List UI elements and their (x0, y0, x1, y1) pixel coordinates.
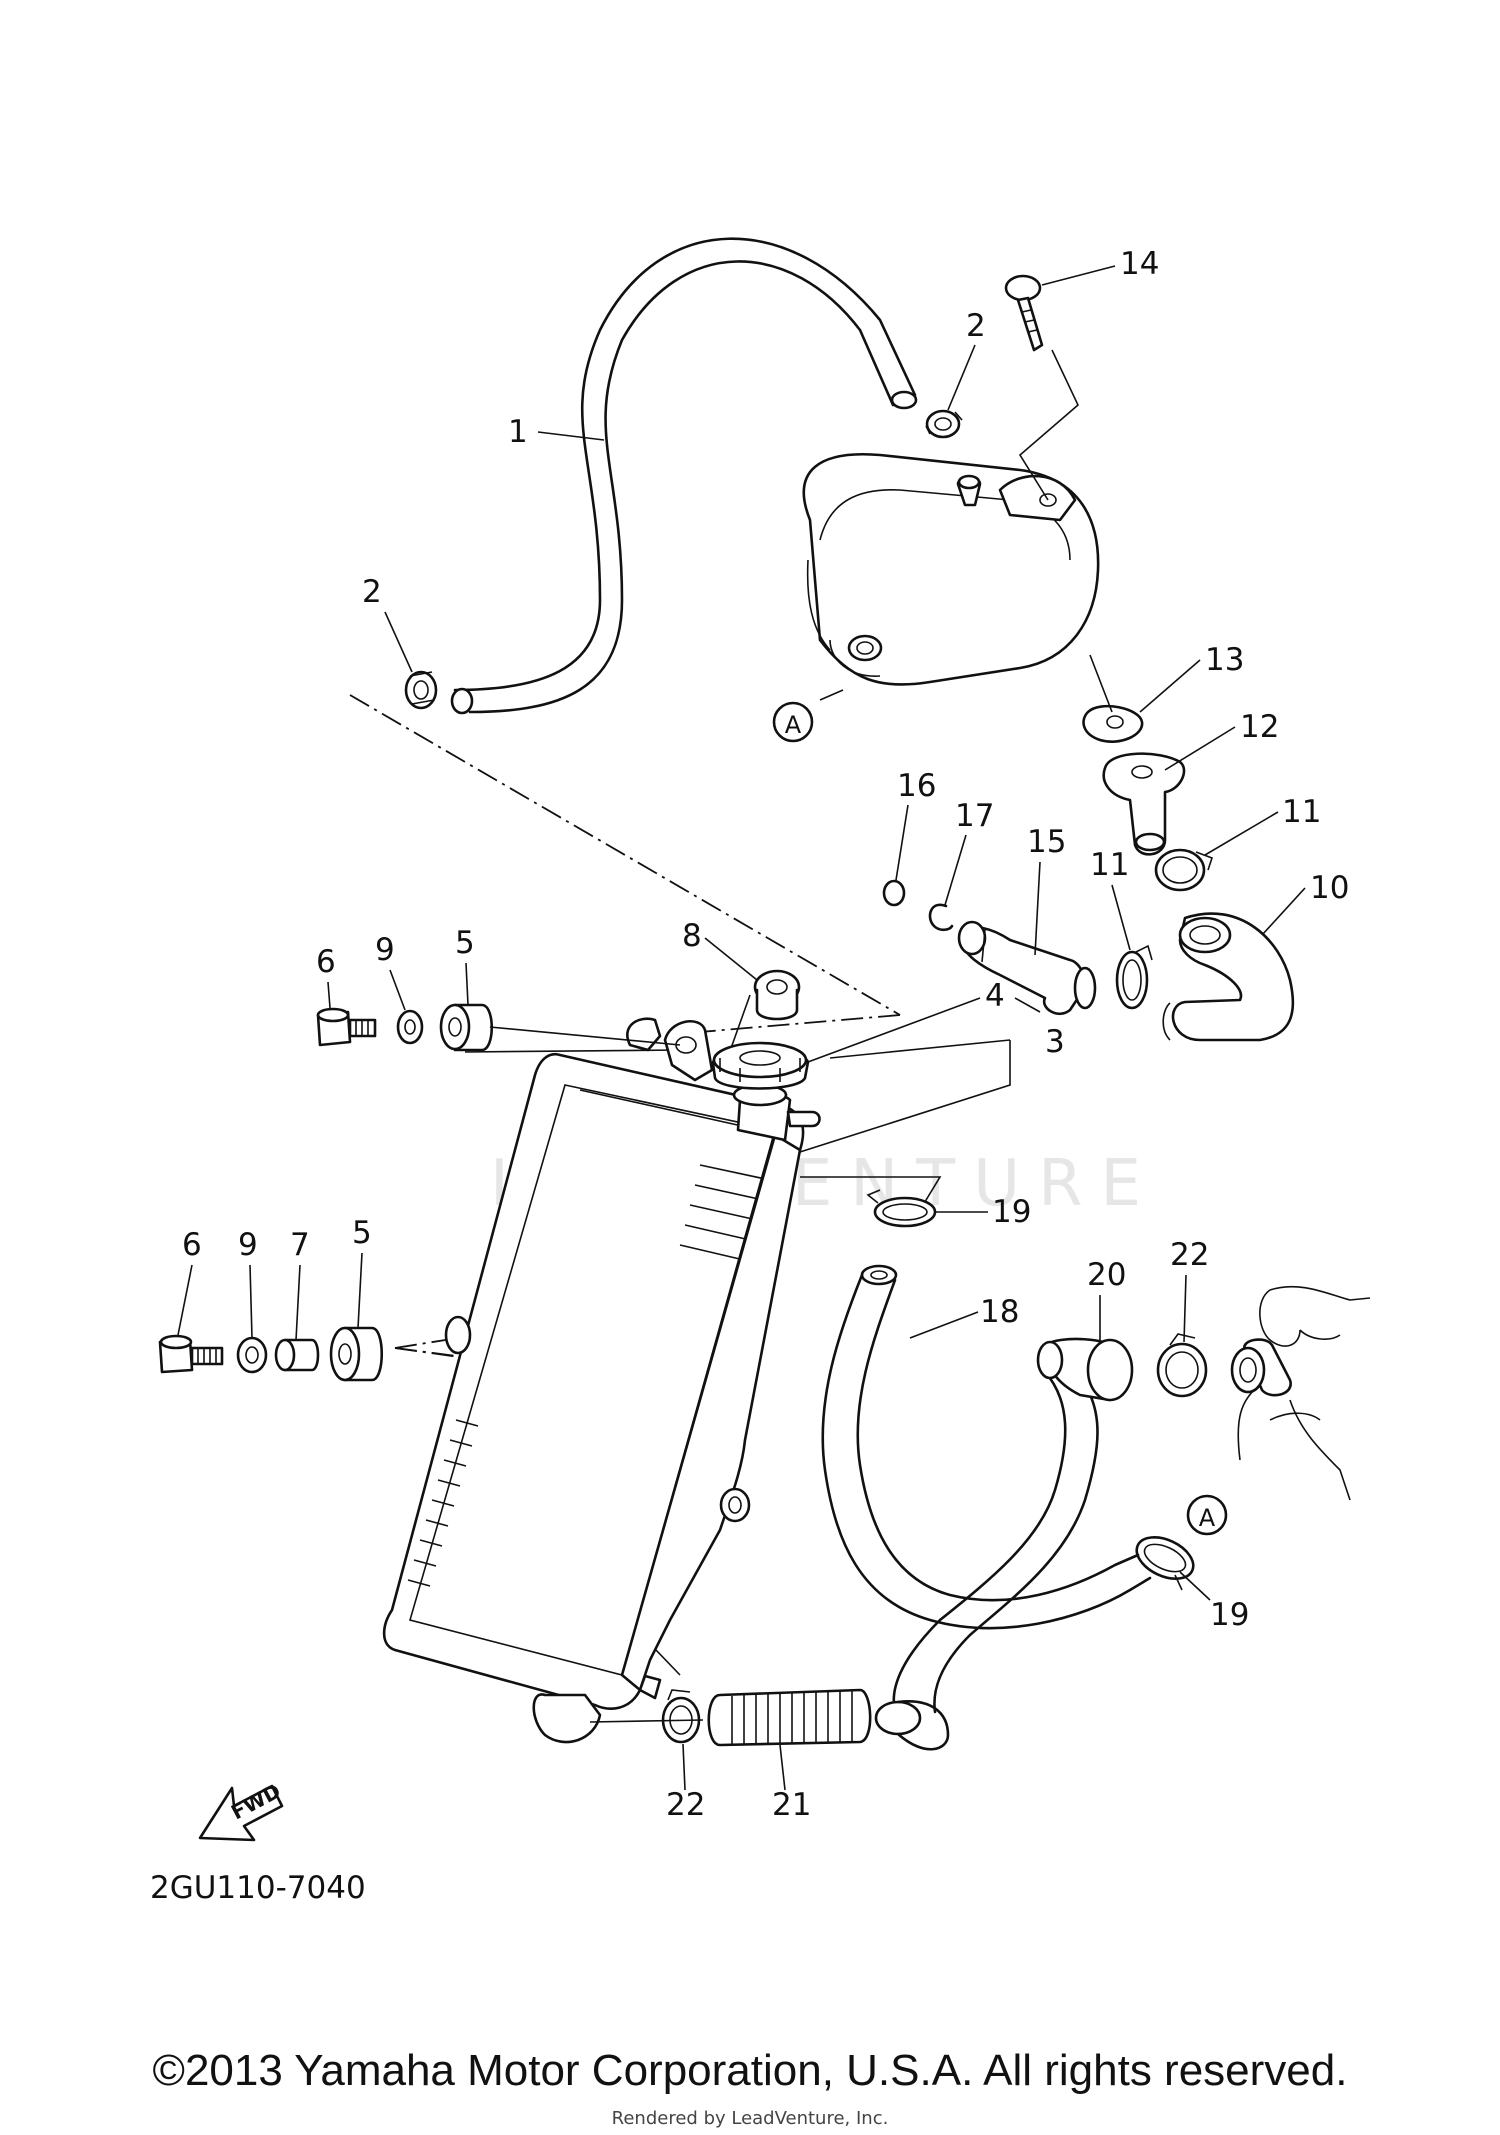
callout-9-upper: 9 (375, 932, 395, 968)
part-12-elbow-fitting[interactable] (1102, 752, 1186, 856)
part-6-bolt-lower[interactable] (158, 1334, 224, 1374)
callout-11-upper: 11 (1282, 794, 1321, 830)
part-13-gasket[interactable] (1082, 654, 1144, 743)
callout-8: 8 (682, 918, 702, 954)
callout-11-lower: 11 (1090, 847, 1129, 883)
engine-water-pump-outlet (1230, 1285, 1371, 1501)
part-8-grommet[interactable] (753, 969, 801, 1021)
callout-16: 16 (897, 768, 936, 804)
part-17-circlip[interactable] (928, 903, 954, 932)
part-19-clamp-lower[interactable] (1130, 1529, 1200, 1591)
ref-marker-a-top[interactable]: A (772, 701, 814, 743)
callout-6-upper: 6 (316, 944, 336, 980)
part-20-pipe[interactable] (874, 1337, 1134, 1751)
callout-21: 21 (772, 1787, 811, 1823)
part-19-clamp-upper[interactable] (866, 1189, 937, 1228)
part-2-clip-lower[interactable] (404, 670, 438, 710)
part-7-collar[interactable] (274, 1338, 320, 1372)
part-9-washer-lower[interactable] (236, 1336, 268, 1374)
callout-17: 17 (955, 798, 994, 834)
callout-19-upper: 19 (992, 1194, 1031, 1230)
part-21-bellows-hose[interactable] (589, 1688, 872, 1747)
part-9-washer-upper[interactable] (396, 1009, 424, 1045)
callout-1: 1 (508, 414, 528, 450)
callout-14: 14 (1120, 246, 1159, 282)
part-10-hose[interactable] (1162, 912, 1295, 1042)
callout-6-lower: 6 (182, 1227, 202, 1263)
leader-grommet-upper (489, 1026, 681, 1046)
fwd-arrow-icon: FWD (198, 1779, 285, 1842)
part-5-grommet-upper[interactable] (439, 1003, 493, 1052)
rendered-by-notice: Rendered by LeadVenture, Inc. (611, 2108, 889, 2129)
callout-20: 20 (1087, 1257, 1126, 1293)
part-11-clamp-upper[interactable] (1154, 848, 1214, 892)
callout-5-upper: 5 (455, 925, 475, 961)
callout-22-upper: 22 (1170, 1237, 1209, 1273)
radiator[interactable] (382, 1017, 805, 1744)
part-5-grommet-lower[interactable] (329, 1326, 383, 1382)
callout-12: 12 (1240, 709, 1279, 745)
callout-3: 3 (1045, 1024, 1065, 1060)
callout-13: 13 (1205, 642, 1244, 678)
part-14-bolt[interactable] (1004, 274, 1079, 501)
copyright-notice: ©2013 Yamaha Motor Corporation, U.S.A. A… (152, 2046, 1348, 2095)
callout-2-lower: 2 (362, 574, 382, 610)
part-6-bolt-upper[interactable] (316, 1007, 377, 1047)
reservoir-tank[interactable] (802, 452, 1100, 686)
callout-4: 4 (985, 978, 1005, 1014)
ref-marker-a-bottom[interactable]: A (1186, 1494, 1228, 1536)
callout-15: 15 (1027, 824, 1066, 860)
callout-19-lower: 19 (1210, 1597, 1249, 1633)
part-22-clamp-upper[interactable] (1156, 1333, 1208, 1398)
part-22-clamp-lower[interactable] (661, 1689, 701, 1744)
callout-2-upper: 2 (966, 308, 986, 344)
part-11-clamp-lower[interactable] (1115, 944, 1153, 1010)
part-16-o-ring[interactable] (882, 879, 906, 907)
svg-text:A: A (1199, 1504, 1216, 1532)
part-18-hose[interactable] (821, 1264, 1152, 1630)
callout-22-lower: 22 (666, 1787, 705, 1823)
part-4-radiator-cap[interactable] (711, 1041, 810, 1090)
callout-9-lower: 9 (238, 1227, 258, 1263)
part-1-hose[interactable] (450, 237, 918, 715)
svg-text:A: A (785, 711, 802, 739)
callout-18: 18 (980, 1294, 1019, 1330)
radiator-exploded-view: LEADVENTURE (150, 237, 1371, 1906)
callouts: 1 2 2 14 13 12 11 11 10 16 17 15 8 6 9 5… (177, 246, 1349, 1823)
callout-10: 10 (1310, 870, 1349, 906)
radiator-inlet-nozzle (786, 1110, 821, 1128)
part-2-clip-upper[interactable] (925, 409, 963, 439)
callout-7: 7 (290, 1227, 310, 1263)
callout-5-lower: 5 (352, 1215, 372, 1251)
part-code: 2GU110-7040 (150, 1870, 366, 1906)
part-15-pipe[interactable] (957, 920, 1097, 1016)
